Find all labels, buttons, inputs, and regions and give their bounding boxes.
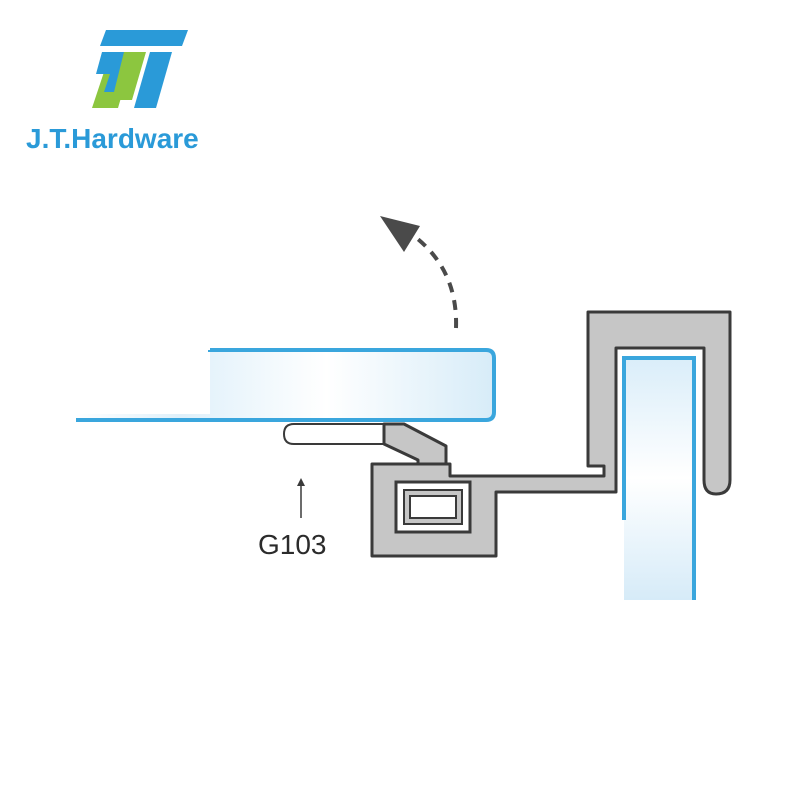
brand-name: J.T.Hardware [26,123,199,154]
pointer-arrowhead-icon [297,478,305,486]
logo-mark-icon [92,30,188,108]
vertical-glass-panel [622,356,696,600]
curved-dashed-arrow-icon [380,216,459,329]
horizontal-glass-panel [76,348,496,422]
part-label: G103 [258,529,327,560]
brand-logo: J.T.Hardware [26,30,199,154]
part-callout: G103 [258,478,327,560]
hinge-profile [370,310,732,558]
